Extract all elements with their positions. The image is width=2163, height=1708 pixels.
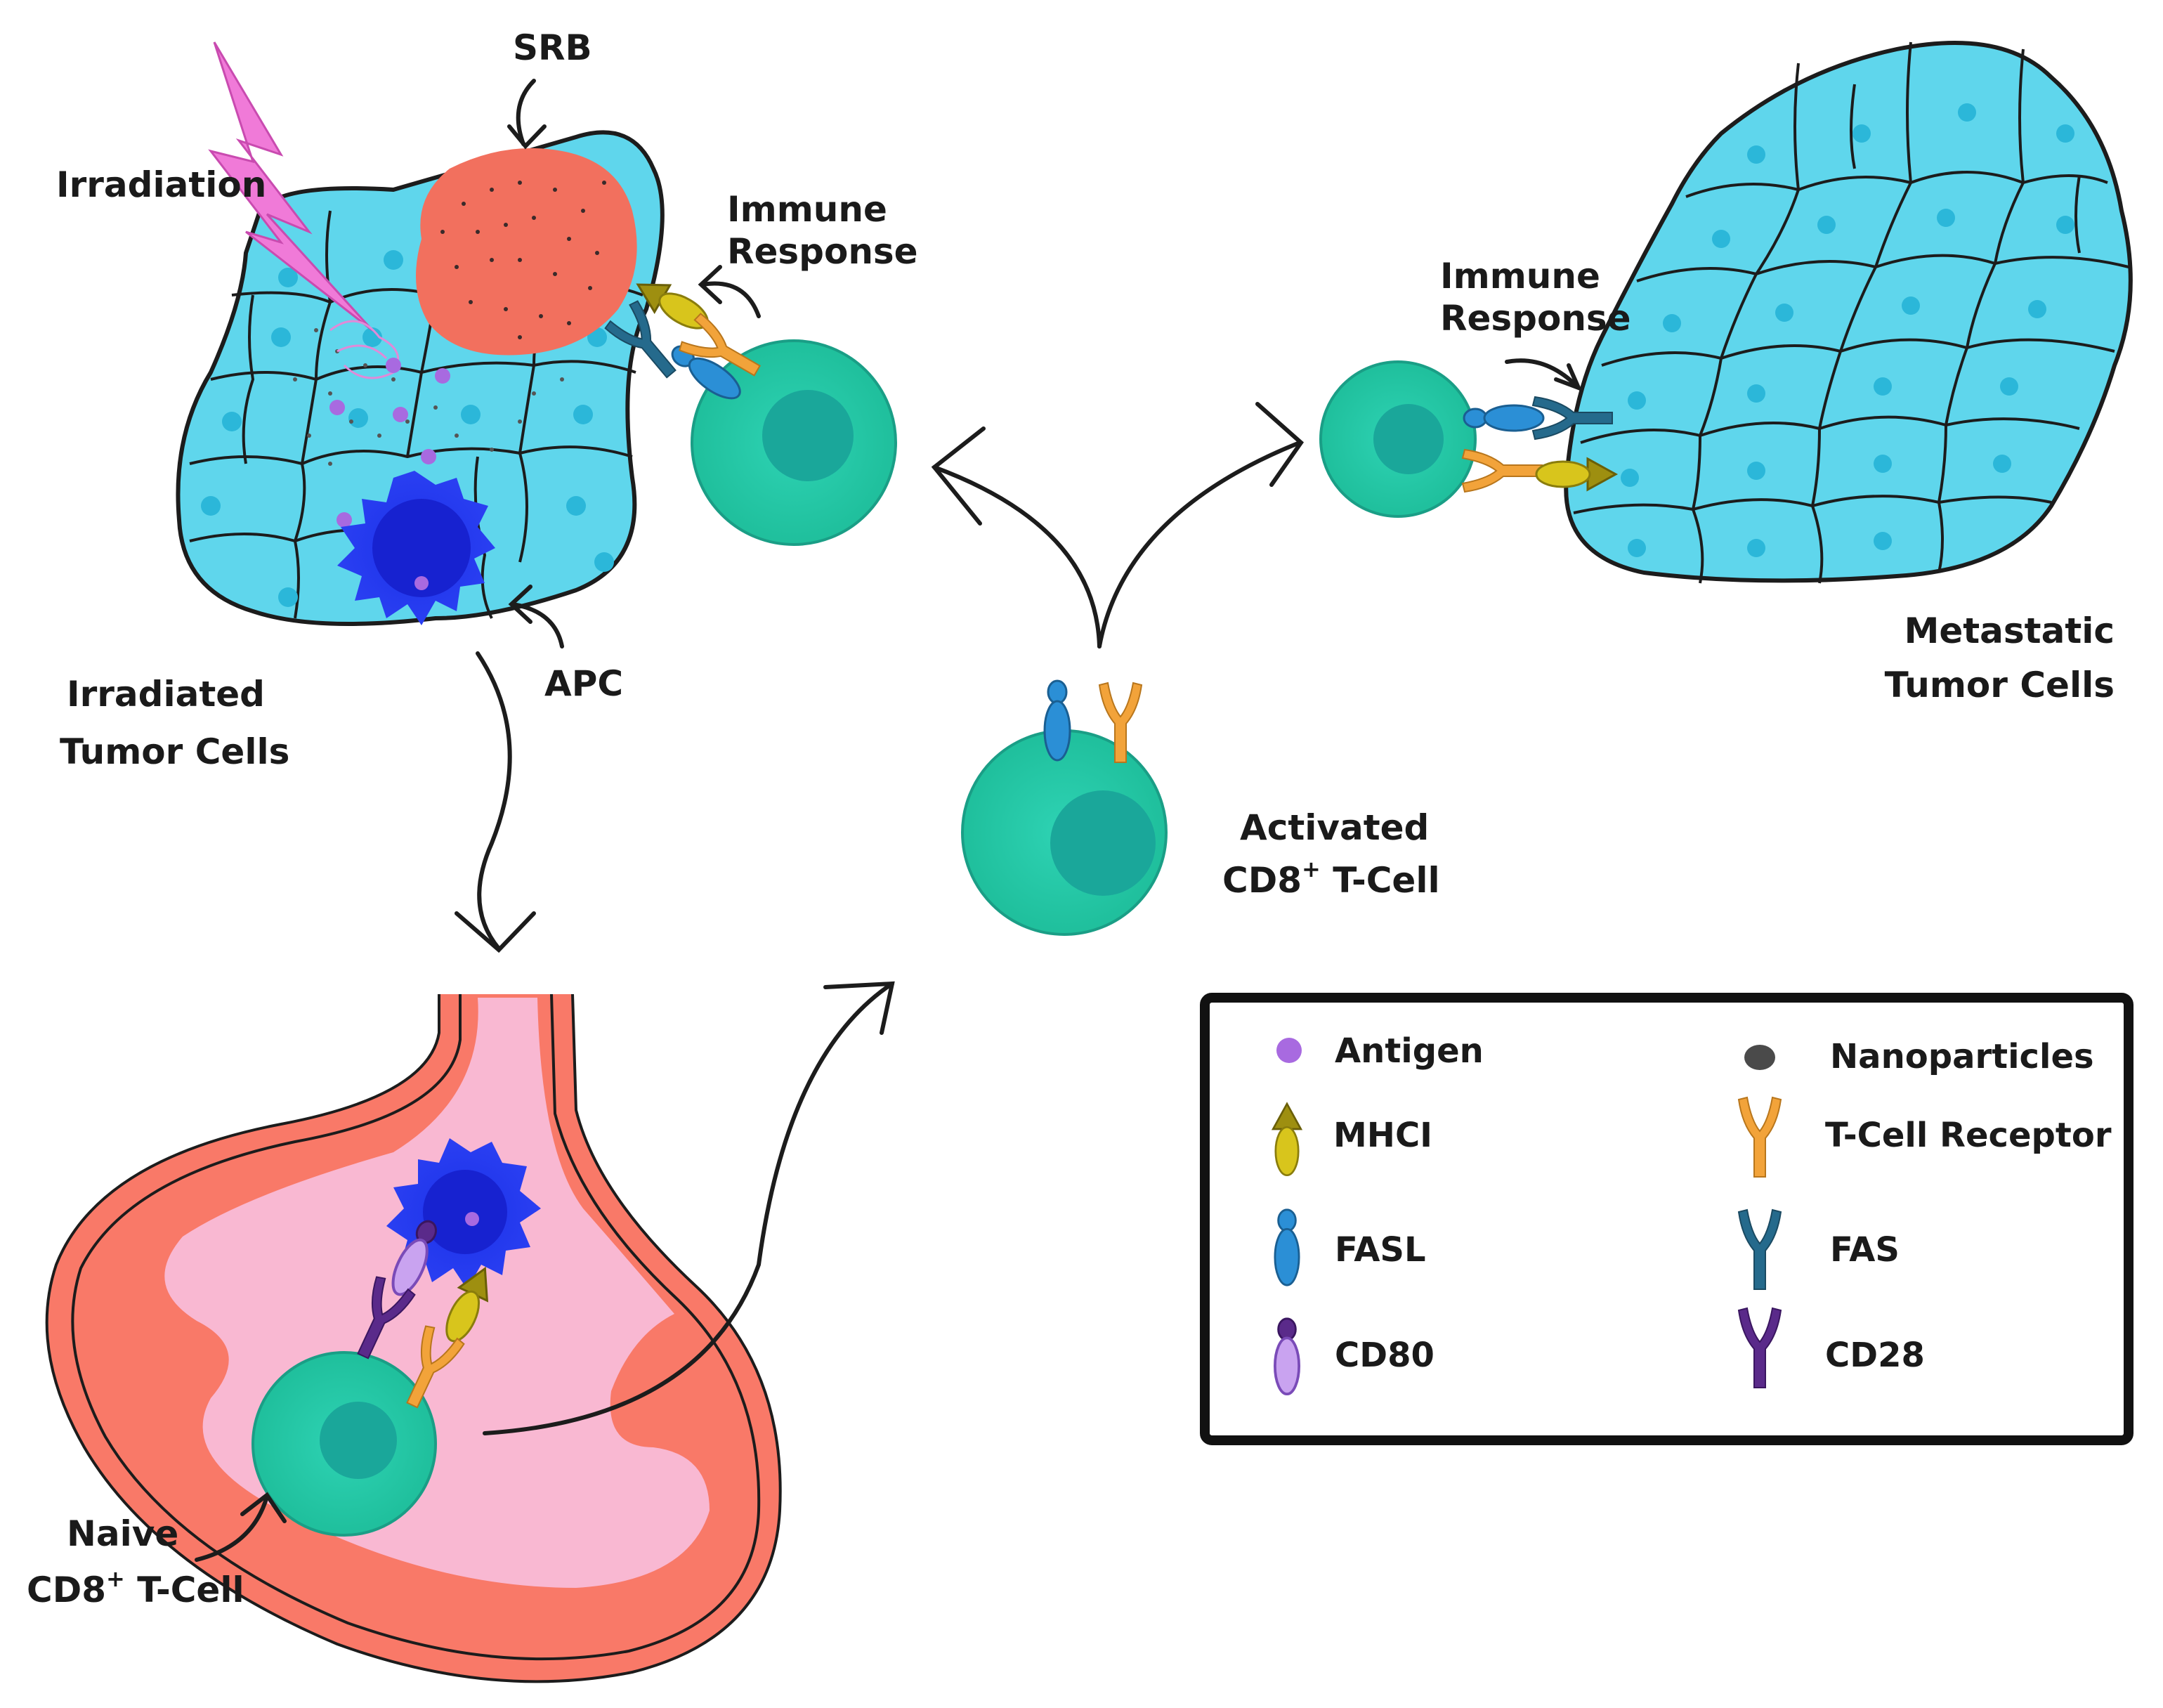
legend-mhci-label: MHCI [1333,1116,1432,1155]
antigen-particles [329,358,450,528]
label-activated-tail: T-Cell [1321,860,1440,901]
legend-nanoparticles-label: Nanoparticles [1830,1037,2094,1076]
legend-mhci: MHCI [1272,1102,1432,1177]
metastatic-tumor [1564,41,2133,584]
srb-nanoparticle-cluster [416,148,637,356]
metastatic-tumor-body [1564,41,2133,583]
legend-fas-label: FAS [1830,1230,1900,1270]
label-irradiated-line1: Irradiated [67,674,265,715]
arrow-activated-to-left [932,465,1102,648]
legend-cd80-label: CD80 [1335,1336,1435,1375]
label-activated-cd8: CD8 [1222,860,1302,901]
label-apc: APC [544,663,623,704]
legend-tcr-label: T-Cell Receptor [1825,1116,2112,1155]
label-metastatic-line1: Metastatic [1904,611,2115,651]
arrow-activated-to-right [1097,441,1302,648]
antigen-icon [1276,1038,1302,1063]
arrows [195,79,1583,1562]
cd80-icon [1274,1317,1300,1396]
label-naive-line2: CD8+ T-Cell [27,1565,244,1610]
arrow-apc [511,602,564,648]
irradiation-damage [329,320,400,379]
naive-tcell [251,1215,500,1537]
label-immune-response-1-line1: Immune [727,189,887,230]
legend-fasl: FASL [1274,1208,1426,1286]
legend-antigen: Antigen [1276,1031,1484,1071]
label-activated-line2: CD8+ T-Cell [1222,856,1440,901]
label-immune-response-1-line2: Response [727,231,918,272]
label-srb: SRB [513,27,592,68]
tcell-irradiated-response [603,270,897,546]
arrow-tumor-to-node [476,651,512,951]
arrow-immune-2 [1505,358,1579,389]
legend-tcr: T-Cell Receptor [1738,1097,2112,1178]
lymph-node [45,993,782,1683]
apc-cell [337,471,495,625]
tcell-metastatic-response [1319,360,1617,518]
legend-cd80: CD80 [1274,1317,1435,1396]
fasl-icon [1274,1208,1300,1286]
label-immune-response-2-line1: Immune [1440,256,1600,296]
label-naive-sup: + [106,1565,125,1592]
arrow-naive [195,1494,269,1562]
labels: SRB Irradiation Immune Response Immune R… [27,27,2115,1610]
arrow-node-to-activated [483,982,894,1435]
arrow-srb [516,79,536,146]
label-irradiated-line2: Tumor Cells [60,731,289,772]
legend-cd28-label: CD28 [1825,1336,1925,1375]
legend-fas: FAS [1738,1209,1900,1290]
legend-antigen-label: Antigen [1335,1031,1484,1071]
legend-fasl-label: FASL [1335,1230,1426,1270]
activated-tcell [961,679,1168,936]
legend-cd28: CD28 [1738,1308,1925,1388]
legend-box: Antigen Nanoparticles MHCI T-Cell Recept… [1200,993,2133,1445]
arrow-immune-1 [700,281,761,318]
label-immune-response-2-line2: Response [1440,298,1631,339]
label-activated-sup: + [1302,856,1321,882]
label-naive-cd8: CD8 [27,1570,106,1610]
nanoparticle-icon [1744,1045,1775,1070]
label-metastatic-line2: Tumor Cells [1885,665,2115,705]
label-activated-line1: Activated [1240,807,1429,848]
label-naive-line1: Naive [67,1513,178,1554]
legend-nanoparticles: Nanoparticles [1744,1037,2094,1076]
label-naive-tail: T-Cell [125,1570,244,1610]
label-irradiation: Irradiation [56,164,266,205]
